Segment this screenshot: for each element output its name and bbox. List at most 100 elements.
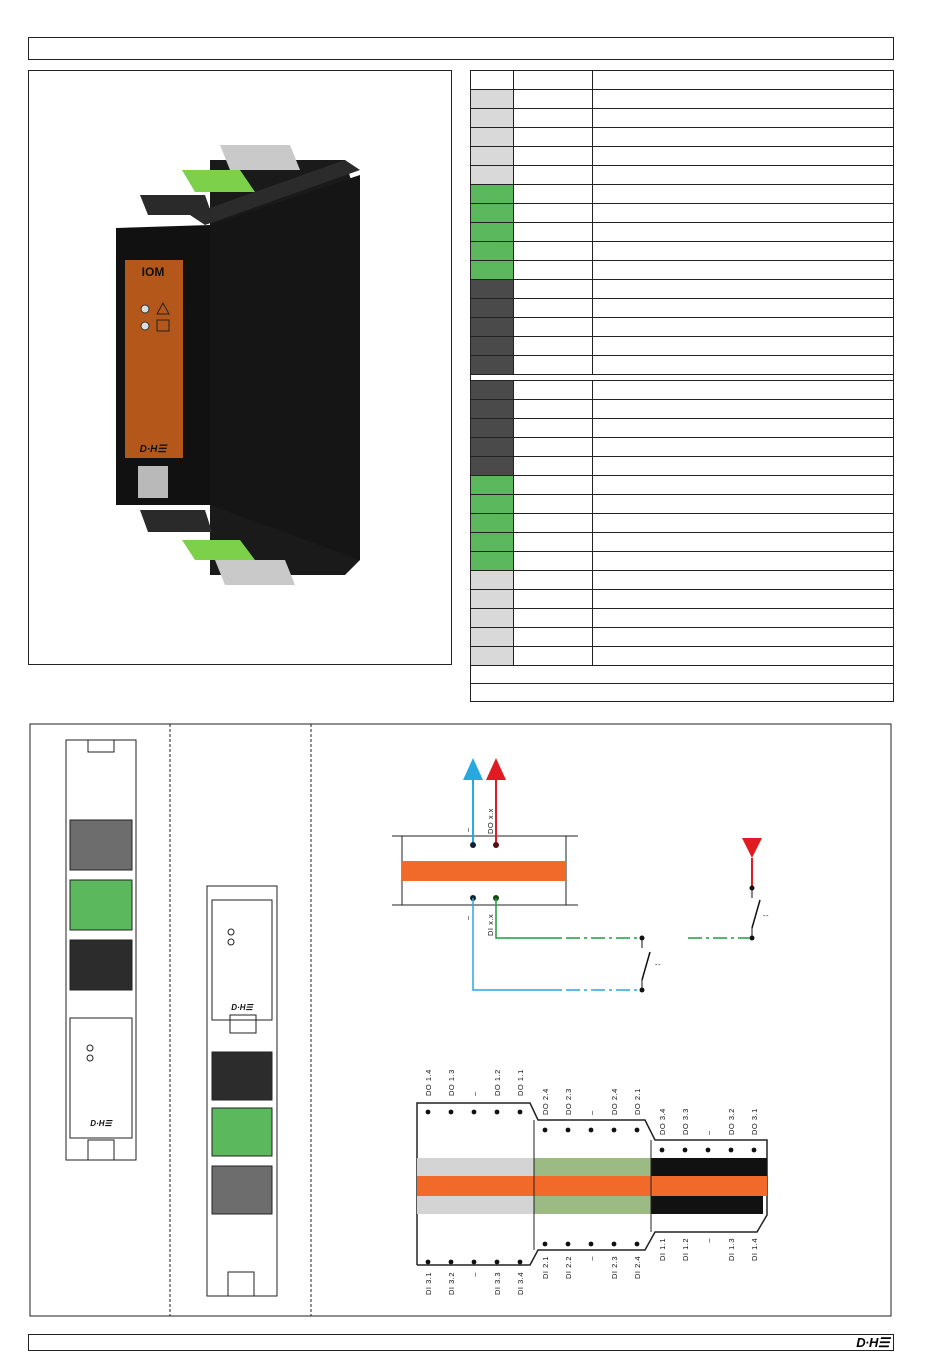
terminal-screw (471, 1109, 477, 1115)
terminal-screw (517, 1109, 523, 1115)
pin-table-footer-row (470, 683, 894, 702)
terminal-label: DO 2.1 (633, 1088, 642, 1115)
terminal-screw (751, 1221, 757, 1227)
terminal-screw (682, 1221, 688, 1227)
terminal-screw (659, 1221, 665, 1227)
pin-table-row (470, 127, 894, 147)
pin-color-swatch (470, 184, 514, 204)
pin-color-swatch (470, 146, 514, 166)
pin-table-row (470, 260, 894, 280)
pin-color-swatch (470, 241, 514, 261)
terminal-label: DO 3.4 (658, 1108, 667, 1135)
terminal-screw (659, 1147, 665, 1153)
terminal-label: DI 2.2 (564, 1256, 573, 1279)
warning-icon (156, 301, 170, 315)
terminal-screw (611, 1241, 617, 1247)
terminal-screw (565, 1241, 571, 1247)
terminal-label: DO 1.4 (424, 1069, 433, 1096)
pin-color-swatch (470, 437, 514, 457)
pin-table-row (470, 608, 894, 628)
terminal-label: DO 3.3 (681, 1108, 690, 1135)
terminal-screw (611, 1127, 617, 1133)
pin-table-row (470, 437, 894, 457)
pin-table-row (470, 418, 894, 438)
terminal-label: DI 3.1 (424, 1272, 433, 1295)
arrow-up-blue-icon (463, 758, 483, 780)
minus-label-top: – (463, 827, 472, 832)
pin-table-row (470, 570, 894, 590)
module-orange-band (402, 861, 566, 881)
terminal-label: DI 1.2 (681, 1238, 690, 1261)
terminal-screw (751, 1147, 757, 1153)
terminal-screw (682, 1147, 688, 1153)
pin-color-swatch (470, 494, 514, 514)
pin-table-row (470, 336, 894, 356)
side-view-brand: D·H☰ (231, 1003, 254, 1012)
terminal-label: – (470, 1091, 479, 1096)
pin-color-swatch (470, 260, 514, 280)
io-schematic: – DO x.x – DI x.x -- -- (392, 758, 769, 993)
terminal-label: DO 2.4 (610, 1088, 619, 1115)
front-view-brand: D·H☰ (90, 1119, 113, 1128)
terminal-label: DO 1.1 (516, 1069, 525, 1096)
device-side-view: D·H☰ (206, 885, 278, 1297)
pin-table-row (470, 241, 894, 261)
terminal-screw (588, 1127, 594, 1133)
pin-color-swatch (470, 165, 514, 185)
terminal-label: DI 3.3 (493, 1272, 502, 1295)
terminal-screw (728, 1147, 734, 1153)
switch-mark-left: -- (655, 960, 661, 969)
terminal-label: DI 2.3 (610, 1256, 619, 1279)
terminal-label: – (587, 1110, 596, 1115)
footer-logo: D·H☰ (856, 1335, 889, 1350)
terminal-label: DI 1.3 (727, 1238, 736, 1261)
terminal-label: DO 3.2 (727, 1108, 736, 1135)
terminal-label: DI 2.1 (541, 1256, 550, 1279)
terminal-screw (728, 1221, 734, 1227)
pin-table-row (470, 355, 894, 375)
terminal-screw (448, 1259, 454, 1265)
terminal-label: DI 3.4 (516, 1272, 525, 1295)
device-brand: D·H☰ (140, 444, 169, 455)
di-label: DI x.x (486, 914, 495, 936)
pin-color-swatch (470, 551, 514, 571)
terminal-screw (425, 1109, 431, 1115)
pin-table-row (470, 165, 894, 185)
terminal-screw (542, 1241, 548, 1247)
pin-assignment-table (470, 70, 894, 702)
wiring-panel (29, 723, 892, 1317)
terminal-screw (448, 1109, 454, 1115)
arrow-up-red-icon (486, 758, 506, 780)
terminal-screw (634, 1127, 640, 1133)
terminal-label: – (704, 1238, 713, 1243)
pin-color-swatch (470, 279, 514, 299)
header-bar (28, 37, 894, 60)
switch-mark-right: -- (763, 911, 769, 920)
terminal-screw (705, 1147, 711, 1153)
terminal-screw (517, 1259, 523, 1265)
terminal-screw (494, 1109, 500, 1115)
terminal-screw (542, 1127, 548, 1133)
terminal-label: DI 1.1 (658, 1238, 667, 1261)
device-label: IOM (142, 265, 165, 279)
pin-table-row (470, 108, 894, 128)
terminal-label: DO 1.2 (493, 1069, 502, 1096)
pin-color-swatch (470, 646, 514, 666)
pin-color-swatch (470, 418, 514, 438)
pin-table-row (470, 627, 894, 647)
terminal-label: – (470, 1272, 479, 1277)
pin-color-swatch (470, 627, 514, 647)
terminal-screw (588, 1241, 594, 1247)
terminal-screw (471, 1259, 477, 1265)
fault-icon (156, 319, 170, 332)
terminal-label: DO 3.1 (750, 1108, 759, 1135)
terminal-label: – (704, 1130, 713, 1135)
terminal-screw (425, 1259, 431, 1265)
pin-table-row (470, 184, 894, 204)
pin-color-swatch (470, 203, 514, 223)
terminal-label: DO 2.3 (564, 1088, 573, 1115)
do-label: DO x.x (486, 808, 495, 834)
terminal-label: DO 2.4 (541, 1088, 550, 1115)
